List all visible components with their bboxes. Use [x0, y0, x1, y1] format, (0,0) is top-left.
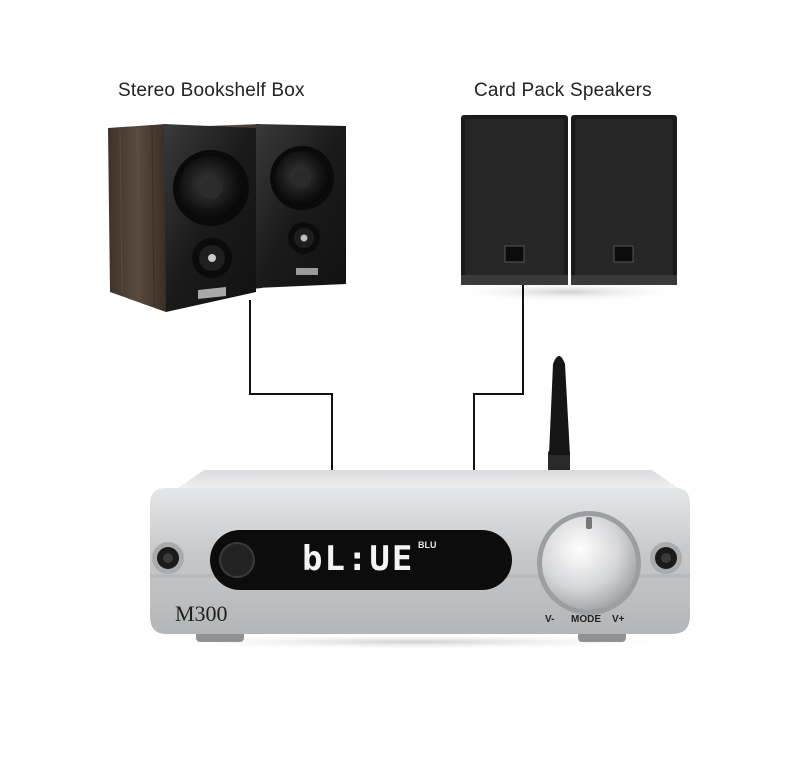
- volume-down-label: V-: [545, 614, 555, 625]
- bookshelf-speaker-front: [108, 124, 256, 312]
- volume-knob: [542, 516, 636, 610]
- bluetooth-antenna: [548, 356, 570, 474]
- bookshelf-speaker-pair: [108, 124, 346, 312]
- display-source-label: BLU: [418, 540, 437, 550]
- speaker-cables: [249, 285, 524, 470]
- caption-card-pack: Card Pack Speakers: [474, 80, 652, 101]
- amplifier: [136, 470, 696, 650]
- card-pack-speaker-left: [461, 115, 568, 285]
- cable-left: [249, 300, 333, 470]
- power-button: [219, 542, 255, 578]
- card-pack-speaker-pair: [450, 115, 686, 302]
- cable-right: [473, 285, 524, 470]
- model-label: M300: [175, 601, 228, 626]
- mode-label: MODE: [571, 614, 601, 625]
- display-panel: [210, 530, 512, 590]
- display-readout: bL:UE: [302, 539, 415, 579]
- card-pack-speaker-right: [571, 115, 677, 285]
- volume-up-label: V+: [612, 614, 625, 625]
- caption-bookshelf: Stereo Bookshelf Box: [118, 80, 305, 101]
